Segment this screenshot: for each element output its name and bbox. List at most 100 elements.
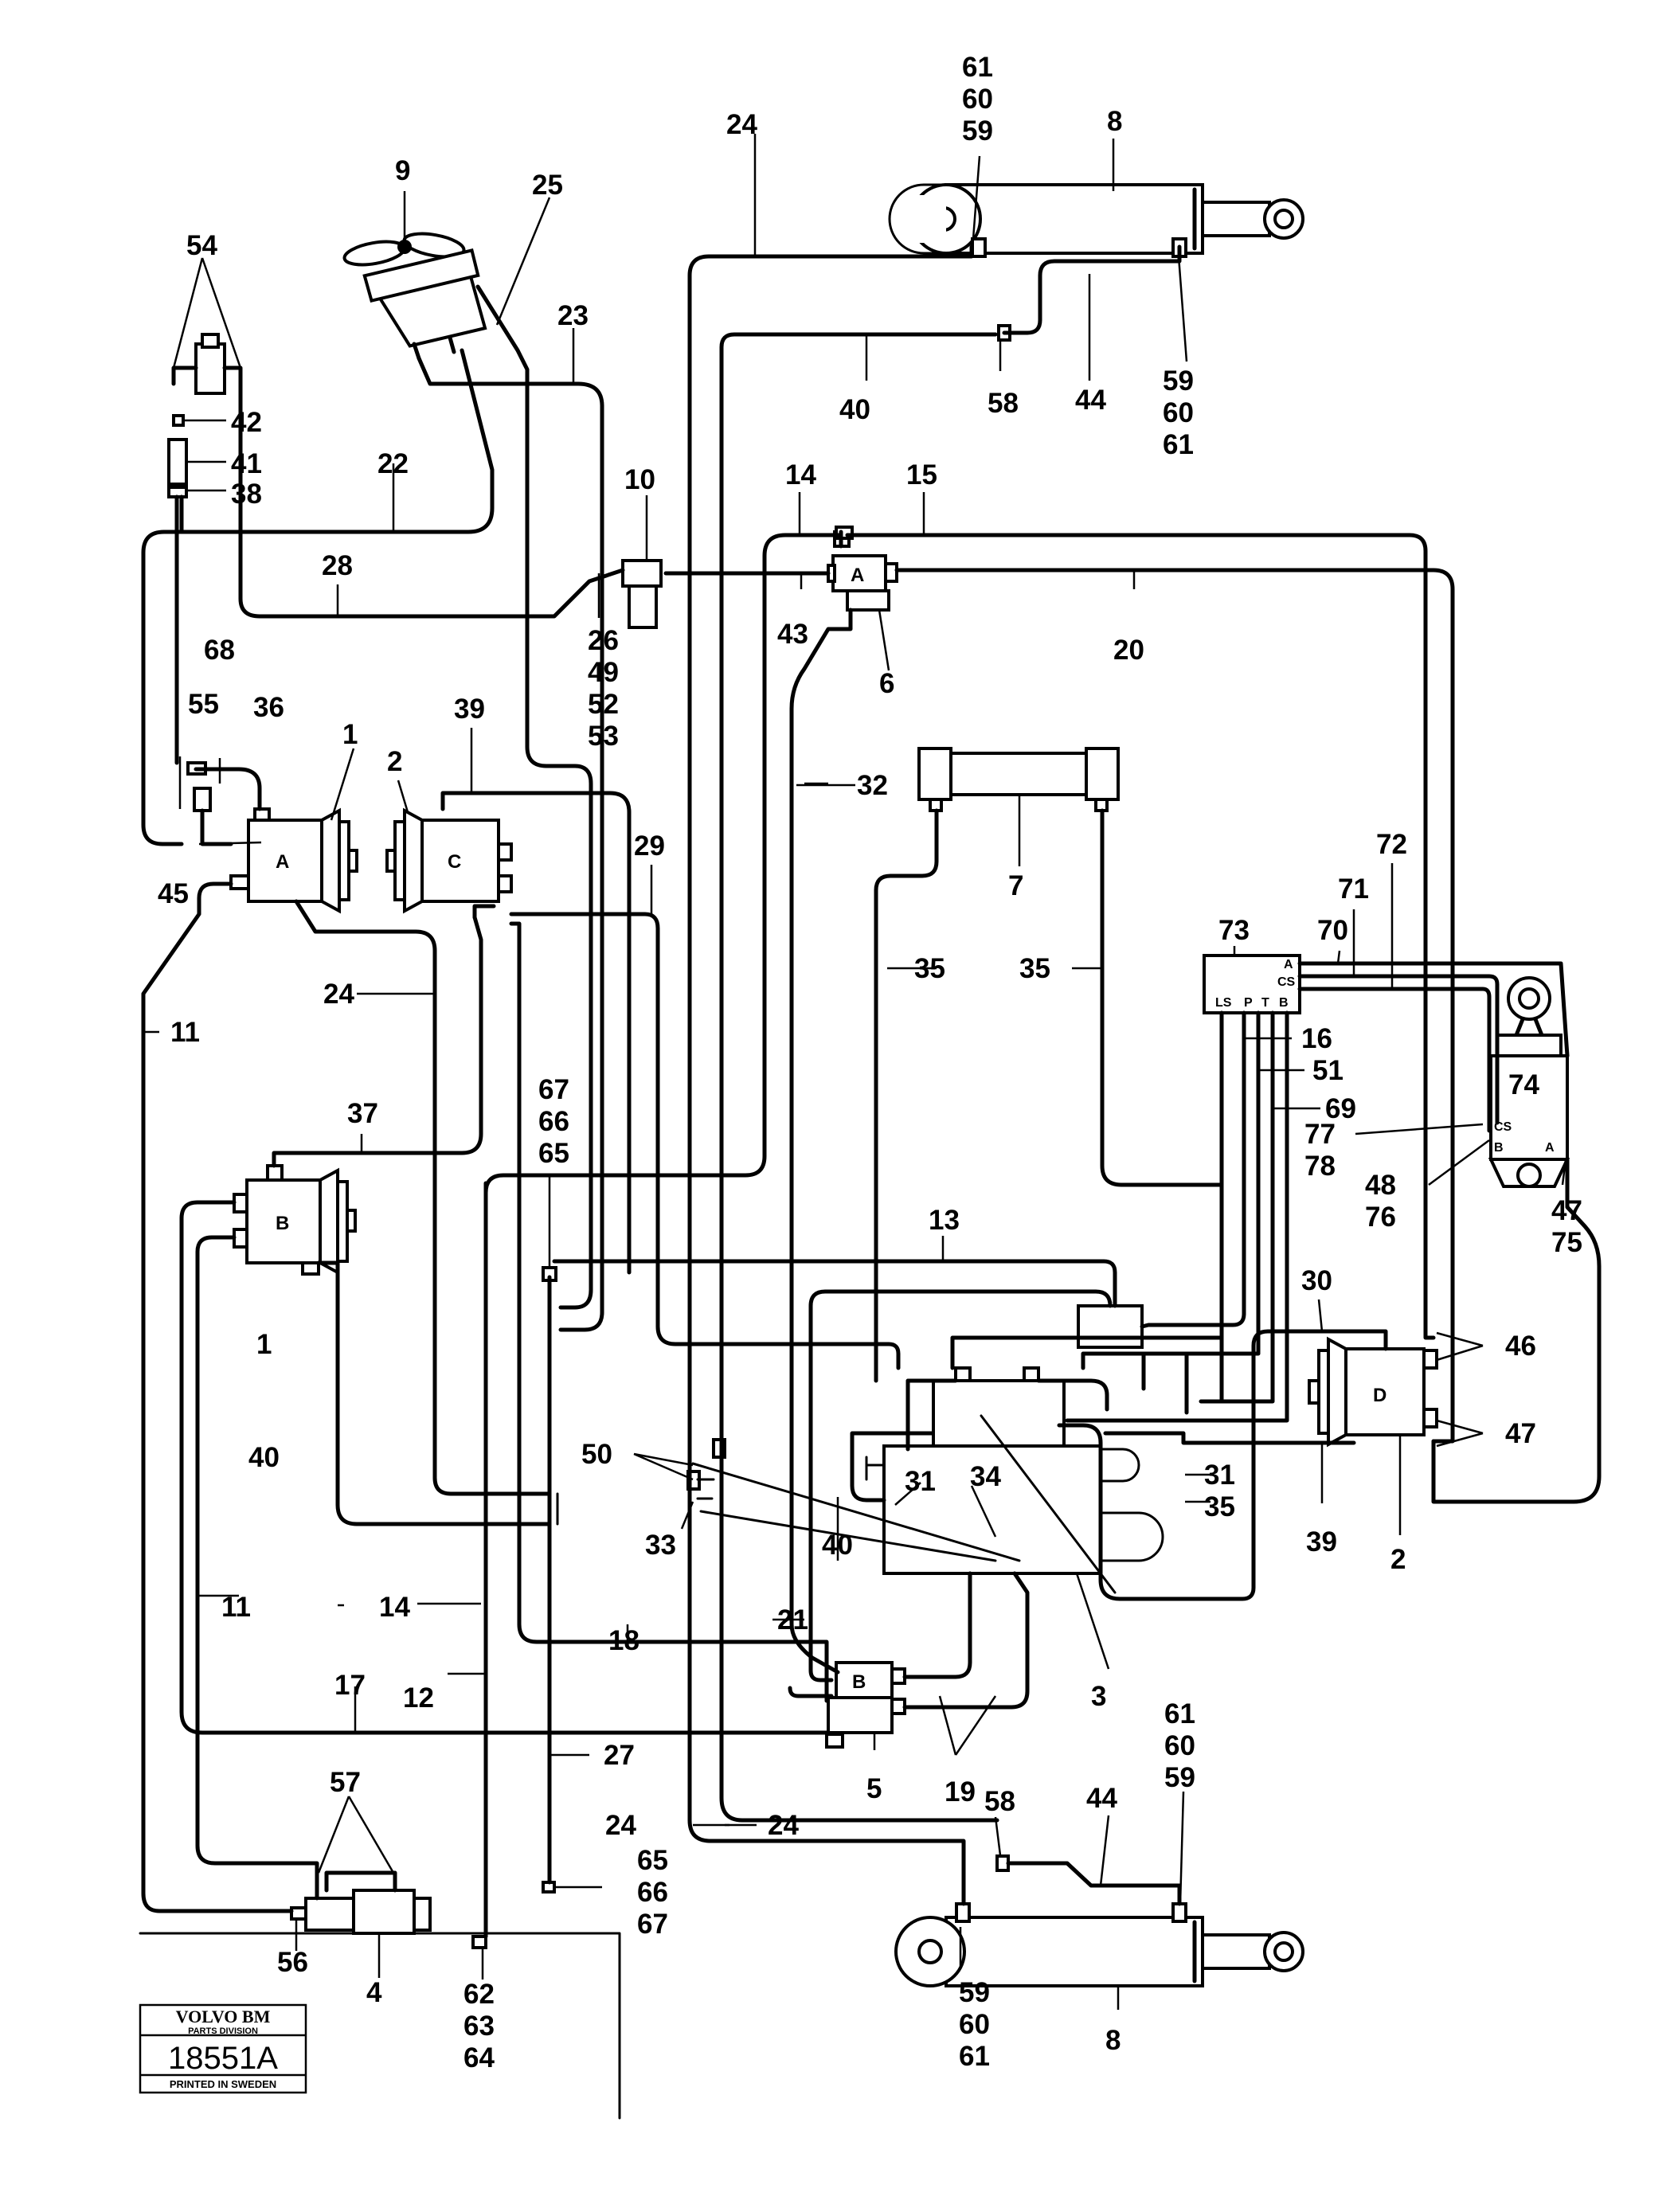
label-61-bottom: 61 [959,2041,990,2072]
label-19: 19 [945,1776,976,1808]
label-10: 10 [624,464,655,495]
label-65-top: 65 [538,1138,569,1169]
label-39-top: 39 [454,694,485,725]
label-68: 68 [204,635,235,666]
label-70: 70 [1317,915,1348,946]
label-32: 32 [857,770,888,801]
label-78: 78 [1304,1151,1336,1182]
valve-5-b [825,1661,906,1749]
label-60-top-right: 60 [1163,397,1194,428]
label-24-mid: 24 [323,979,354,1010]
label-6: 6 [879,668,894,699]
control-valve-3 [882,1366,1164,1575]
label-14-top: 14 [785,459,816,490]
label-47-right: 47 [1551,1195,1582,1226]
port-b-cyl-label: B [1494,1141,1504,1155]
label-44-bottom: 44 [1086,1783,1117,1814]
label-40-left: 40 [248,1442,280,1473]
label-51: 51 [1312,1055,1344,1086]
label-61-top-right: 61 [1163,429,1194,460]
label-60-top: 60 [962,84,993,115]
label-46: 46 [1505,1331,1536,1362]
label-43: 43 [777,619,808,650]
label-59-bottom: 59 [959,1977,990,2008]
label-20: 20 [1113,635,1144,666]
part-numbers: 61 60 59 8 24 9 25 54 23 59 60 61 58 44 … [158,52,1582,2073]
label-11-top: 11 [170,1017,200,1048]
label-9: 9 [395,155,410,186]
label-4: 4 [366,1977,382,2008]
label-1-top: 1 [342,719,358,750]
port-cs-top-label: CS [1277,975,1296,989]
label-58-top: 58 [988,388,1019,419]
label-73: 73 [1218,915,1250,946]
label-30: 30 [1301,1265,1332,1296]
label-2-top: 2 [387,746,402,777]
label-72: 72 [1376,829,1407,860]
label-25: 25 [532,170,563,201]
valve-73: LS P T B A CS [1203,954,1301,1014]
label-61-bottom-right: 61 [1164,1698,1195,1729]
label-31-left: 31 [905,1466,936,1497]
label-41: 41 [231,448,262,479]
valve-54 [167,333,243,498]
label-48: 48 [1365,1170,1396,1201]
label-22: 22 [377,448,409,479]
label-27: 27 [604,1740,635,1771]
label-74: 74 [1508,1069,1539,1100]
label-64: 64 [463,2042,495,2073]
label-53: 53 [588,721,619,752]
label-24-bottom-right: 24 [768,1810,799,1841]
label-3: 3 [1091,1681,1106,1712]
label-59-top-right: 59 [1163,365,1194,397]
unit-b-letter: B [276,1213,289,1234]
label-60-bottom-right: 60 [1164,1730,1195,1761]
pipes [141,244,1602,1939]
label-38: 38 [231,479,262,510]
frame-lines [139,1932,621,2120]
pump-1-b [233,1164,357,1276]
label-71: 71 [1338,873,1369,905]
pump-2-d [1308,1336,1438,1448]
label-18: 18 [608,1625,639,1656]
unit-c-letter: C [448,851,461,873]
label-28: 28 [322,550,353,581]
label-21: 21 [777,1604,808,1636]
pump-2-c [385,807,513,914]
label-57: 57 [330,1767,361,1798]
label-56: 56 [277,1947,308,1978]
label-35-right: 35 [1019,953,1050,984]
label-11-bottom: 11 [221,1592,251,1623]
stamp-division: PARTS DIVISION [188,2026,258,2036]
pump-4 [290,1889,432,1935]
fan-motor-9 [342,232,487,361]
label-8-bottom: 8 [1105,2025,1121,2056]
label-24-bottom-left: 24 [605,1810,636,1841]
label-69: 69 [1325,1093,1356,1124]
label-66-top: 66 [538,1106,569,1137]
label-5: 5 [866,1773,882,1804]
label-54: 54 [186,230,217,261]
label-24-top: 24 [726,109,757,140]
label-26: 26 [588,625,619,656]
label-75: 75 [1551,1227,1582,1258]
port-a-top-label: A [1284,958,1293,971]
label-47-mid: 47 [1505,1418,1536,1449]
cylinder-8-bottom [894,1916,1304,1987]
label-33: 33 [645,1530,676,1561]
filter-10 [621,559,663,629]
label-59-bottom-right: 59 [1164,1762,1195,1793]
label-35-left: 35 [914,953,945,984]
valve-a-letter: A [851,565,864,586]
port-p-label: P [1244,996,1253,1010]
label-7: 7 [1008,870,1023,901]
label-52: 52 [588,689,619,720]
label-29: 29 [634,830,665,862]
label-58-bottom: 58 [984,1786,1015,1817]
label-61-top: 61 [962,52,993,83]
label-62: 62 [463,1979,495,2010]
label-16: 16 [1301,1023,1332,1054]
label-63: 63 [463,2011,495,2042]
title-stamp: VOLVO BM PARTS DIVISION 18551A PRINTED I… [139,2003,307,2094]
